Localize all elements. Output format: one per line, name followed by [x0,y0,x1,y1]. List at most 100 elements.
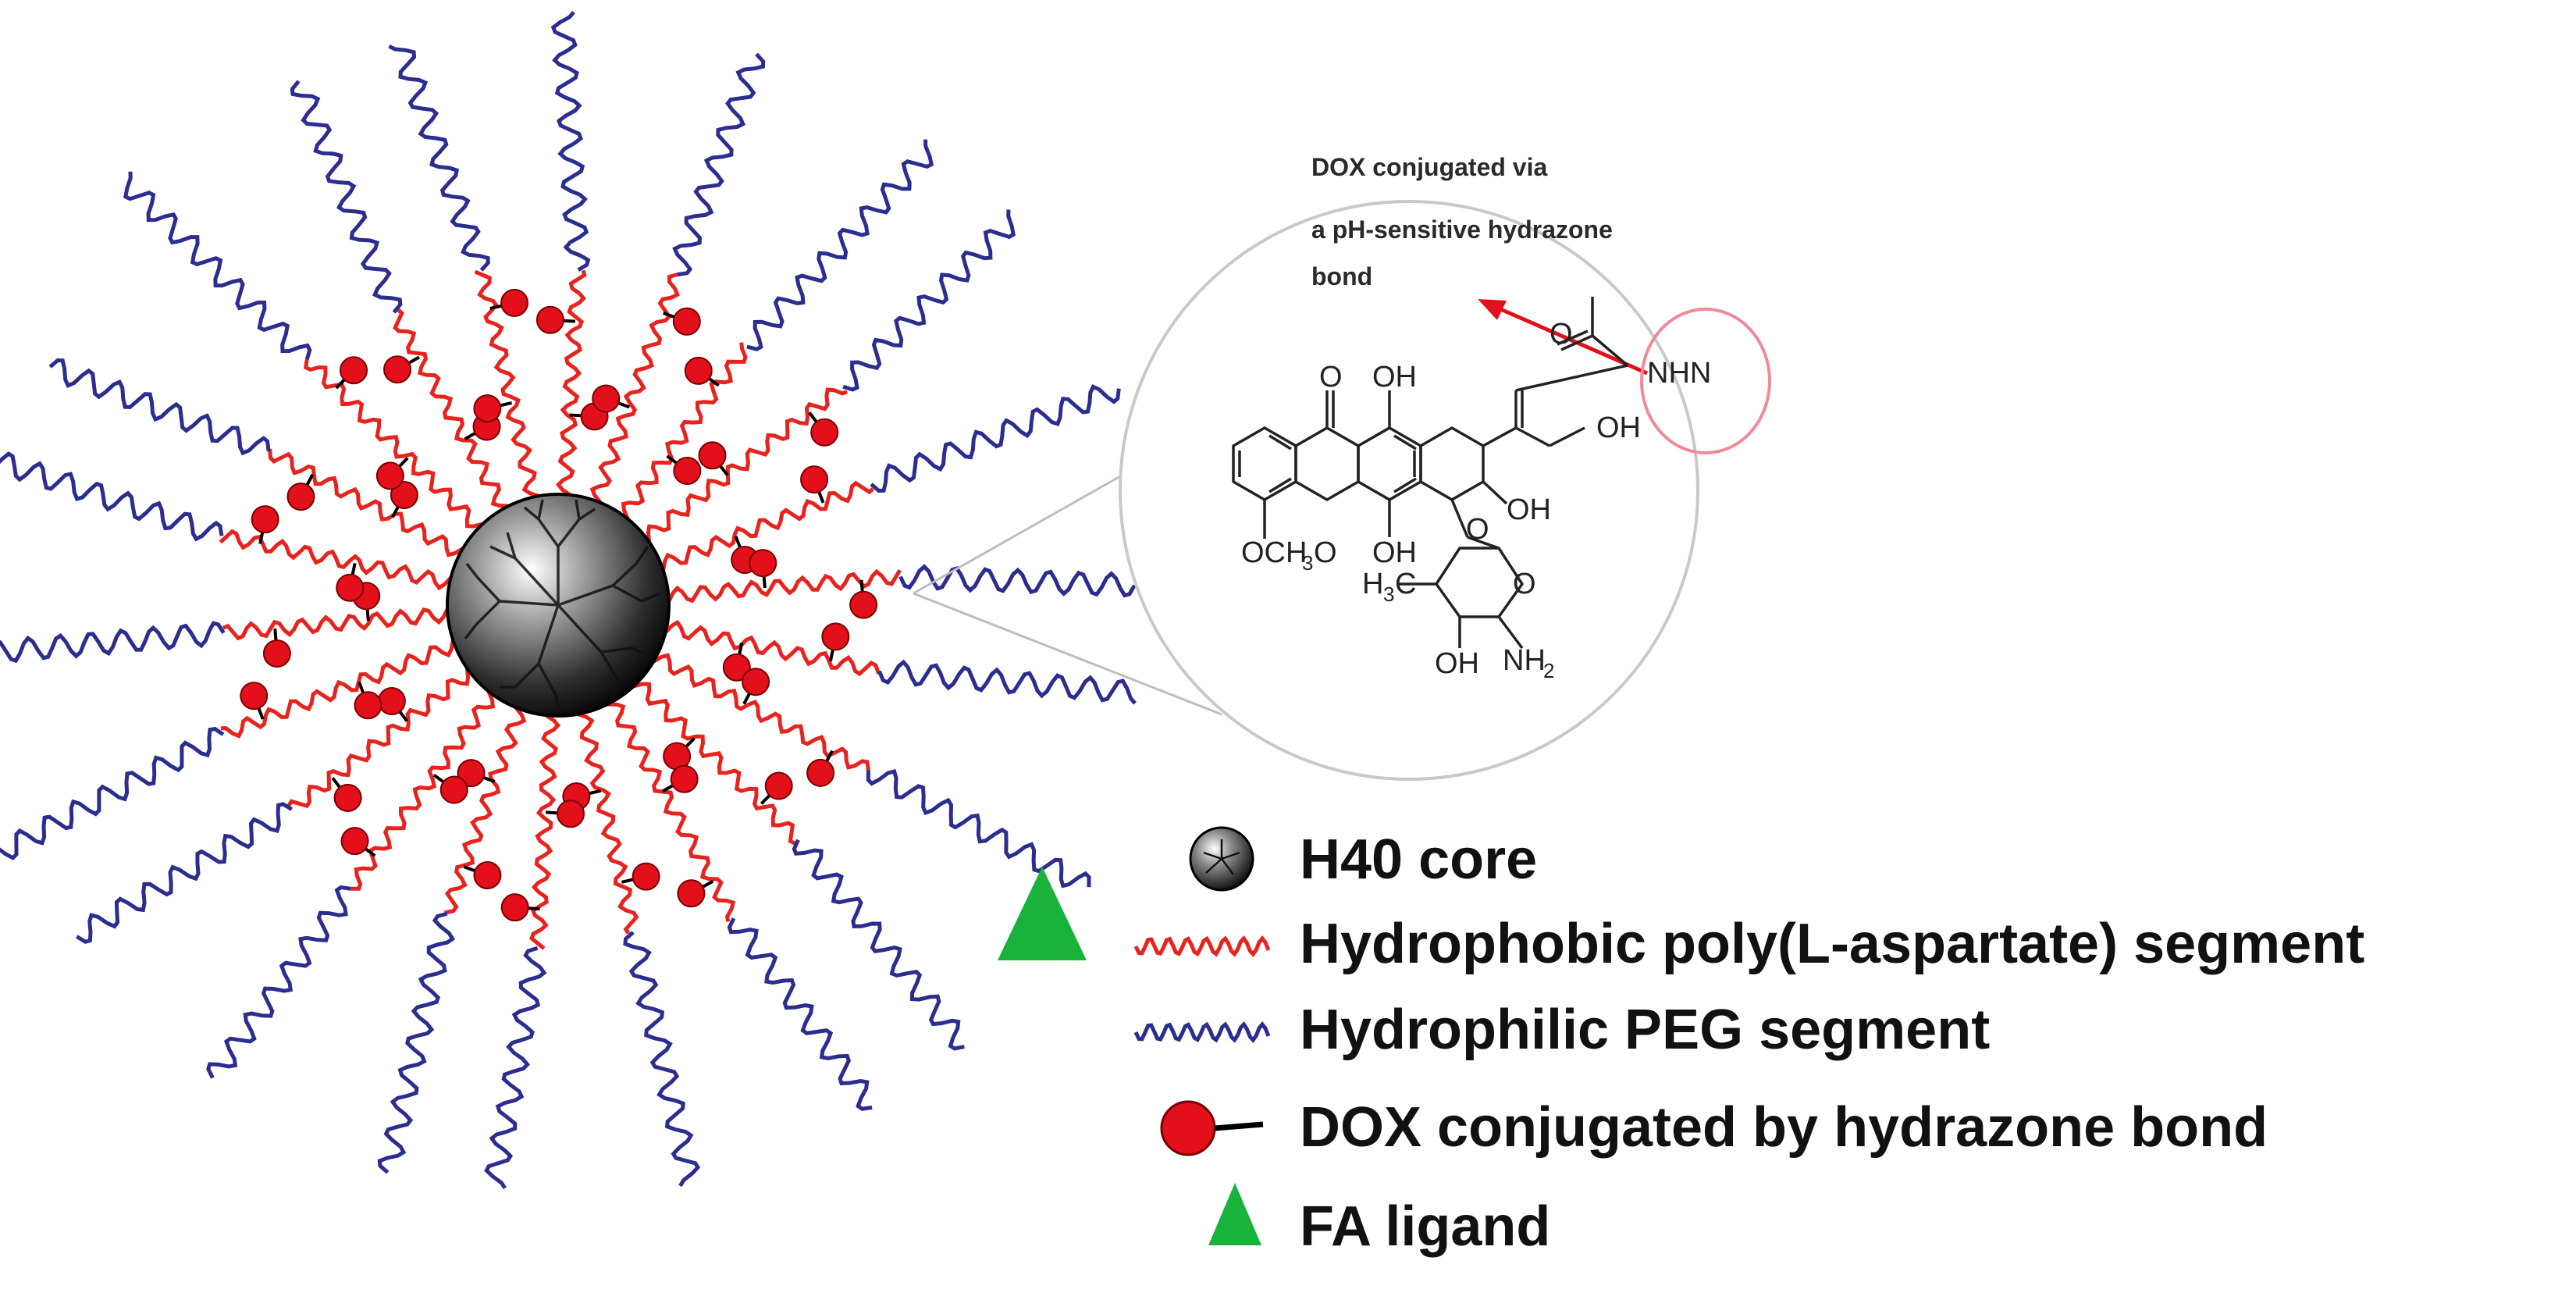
dox-conjugate [383,355,412,384]
callout-line-3: bond [1311,262,1372,290]
hydrophilic-peg-segment [48,358,271,456]
dox-conjugate [457,759,486,788]
dox-conjugate [698,441,727,470]
nh2-label: NH 2 [1503,644,1554,682]
legend-hydrophilic: Hydrophilic PEG segment [1133,999,1990,1061]
hydrophobic-segment [444,698,527,915]
dox-structure-callout [1119,200,1699,781]
svg-text:NH: NH [1503,644,1546,677]
dox-conjugate [849,590,878,619]
dox-conjugate [500,288,528,317]
dox-conjugates [240,288,878,922]
legend-fa: FA ligand [1208,1183,1550,1258]
dox-conjugate [336,573,365,602]
structure-labels: O NHN O OH OH OH OCH 3 O OH O H 3 C O OH… [1241,318,1711,682]
hydrophilic-peg-segment [377,911,456,1174]
dox-conjugate [670,764,699,793]
hydrophilic-peg-segment [842,209,1016,392]
dox-conjugate [473,860,502,889]
dox-conjugate [673,457,702,486]
dox-conjugate [764,771,793,800]
sugar-oh-label: OH [1435,647,1479,680]
dox-conjugate [592,384,621,413]
callout-line-1: DOX conjugated via [1311,153,1547,181]
hydrophilic-peg-segment [75,802,294,944]
hydrophobic-segment [651,480,874,575]
hydrophobic-segment [573,703,639,935]
acetyl-o-label: O [1550,318,1573,351]
svg-text:3: 3 [1383,582,1394,606]
sugar-ring-o-label: O [1513,568,1536,600]
hydrophilic-peg-segment [123,171,312,361]
legend-hydrophilic-label: Hydrophilic PEG segment [1300,999,1990,1061]
legend-h40-core: H40 core [1189,826,1537,892]
och3-label: OCH 3 O [1241,536,1337,575]
svg-text:C: C [1395,568,1416,600]
dox-conjugate [742,668,770,696]
nhn-label: NHN [1647,357,1711,390]
hydrophilic-peg-segment [0,621,226,664]
dox-conjugate [821,622,850,651]
hydrophobic-segment [602,693,736,922]
dox-conjugate [557,800,585,828]
dox-conjugate [375,461,404,490]
dox-conjugate [251,505,279,534]
dox-conjugate [684,356,713,385]
hydrophilic-peg-segment [623,931,701,1188]
legend: H40 core Hydrophobic poly(L-aspartate) s… [1133,826,2364,1258]
legend-fa-triangle [1208,1183,1261,1245]
oh-bottom-label: OH [1372,536,1417,569]
hydrophilic-peg-segment [484,946,547,1190]
h3c-label: H 3 C [1362,568,1416,606]
dox-conjugate [806,758,835,787]
legend-fa-label: FA ligand [1300,1195,1550,1258]
legend-dox: DOX conjugated by hydrazone bond [1160,1096,2268,1159]
hydrophilic-peg-segment [866,768,1091,889]
hydrophilic-peg-segment [898,564,1137,598]
dox-conjugate [377,687,406,716]
hydrophilic-peg-segment [0,726,225,860]
hydrophilic-peg-segment [792,839,965,1051]
hydrophilic-peg-segment [727,917,873,1111]
dox-conjugate [500,893,529,922]
dox-conjugate [800,465,829,494]
dox-conjugate [333,783,362,812]
svg-text:OCH: OCH [1241,536,1307,569]
dox-conjugate [340,827,369,856]
hydrophobic-segment [555,269,587,506]
dox-conjugate [340,356,368,385]
dox-conjugate [262,639,291,668]
hydrophilic-peg-segment [0,451,224,542]
hydrophobic-segment [638,387,848,548]
svg-text:3: 3 [1302,551,1313,575]
hydrophobic-segment [529,704,561,950]
hydrophobic-segment [656,619,881,677]
svg-text:H: H [1362,568,1383,600]
callout-line-2: a pH-sensitive hydrazone [1311,215,1613,244]
dox-conjugate [473,394,502,423]
dox-conjugate [722,653,751,682]
dox-conjugate [439,775,468,804]
dox-conjugate [632,862,660,891]
dox-conjugate [286,483,315,511]
legend-h40-core-label: H40 core [1300,828,1537,891]
hydrophilic-peg-segment [388,44,490,272]
h40-core-sphere [446,493,671,718]
hydrophilic-peg-segment [672,52,766,277]
legend-hydrophobic-label: Hydrophobic poly(L-aspartate) segment [1300,913,2364,975]
hydrophilic-peg-segment [746,139,934,351]
oh-top-label: OH [1372,361,1417,394]
svg-text:2: 2 [1543,659,1554,682]
legend-dox-label: DOX conjugated by hydrazone bond [1300,1096,2268,1159]
hydrophobic-segment [268,448,471,558]
hydrophobic-segment [393,308,514,518]
dox-conjugate [354,691,382,720]
oh-right-label: OH [1596,411,1641,444]
hydrophobic-segment [627,675,796,846]
hydrophobic-segment [222,604,459,641]
quinone-o-label: O [1319,361,1343,394]
svg-text:O: O [1314,536,1337,569]
legend-hydrophobic: Hydrophobic poly(L-aspartate) segment [1133,913,2364,975]
hydrophilic-peg-segment [550,10,591,272]
